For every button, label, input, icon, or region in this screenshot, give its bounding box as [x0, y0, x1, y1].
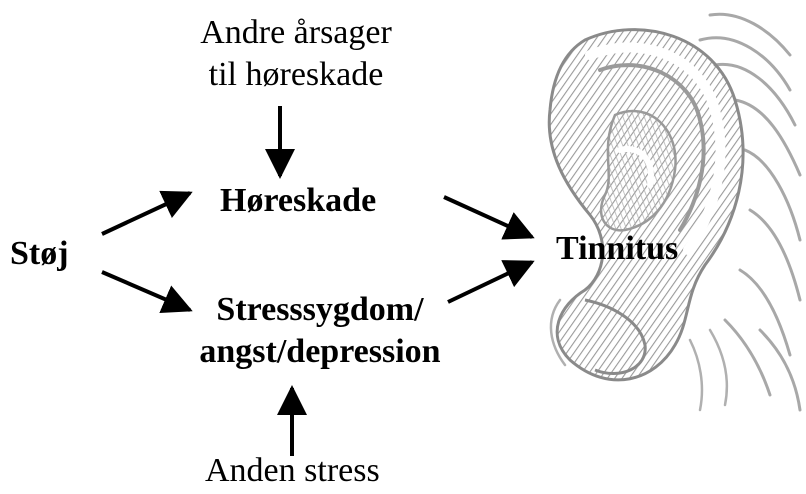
other-causes-line-2: til høreskade [186, 56, 406, 94]
arrow-noise-to-hearing-damage [102, 193, 190, 234]
other-causes-line-1: Andre årsager [186, 14, 406, 52]
other-stress-label: Anden stress [205, 452, 380, 490]
stress-node: Stresssygdom/ angst/depression [170, 291, 470, 371]
stress-line-1: Stresssygdom/ [170, 291, 470, 329]
arrow-hearing-damage-to-tinnitus [444, 197, 532, 237]
stress-line-2: angst/depression [170, 333, 470, 371]
hearing-damage-node: Høreskade [220, 182, 376, 220]
other-causes-label: Andre årsager til høreskade [186, 14, 406, 94]
tinnitus-node: Tinnitus [556, 230, 678, 268]
noise-node: Støj [10, 235, 69, 273]
